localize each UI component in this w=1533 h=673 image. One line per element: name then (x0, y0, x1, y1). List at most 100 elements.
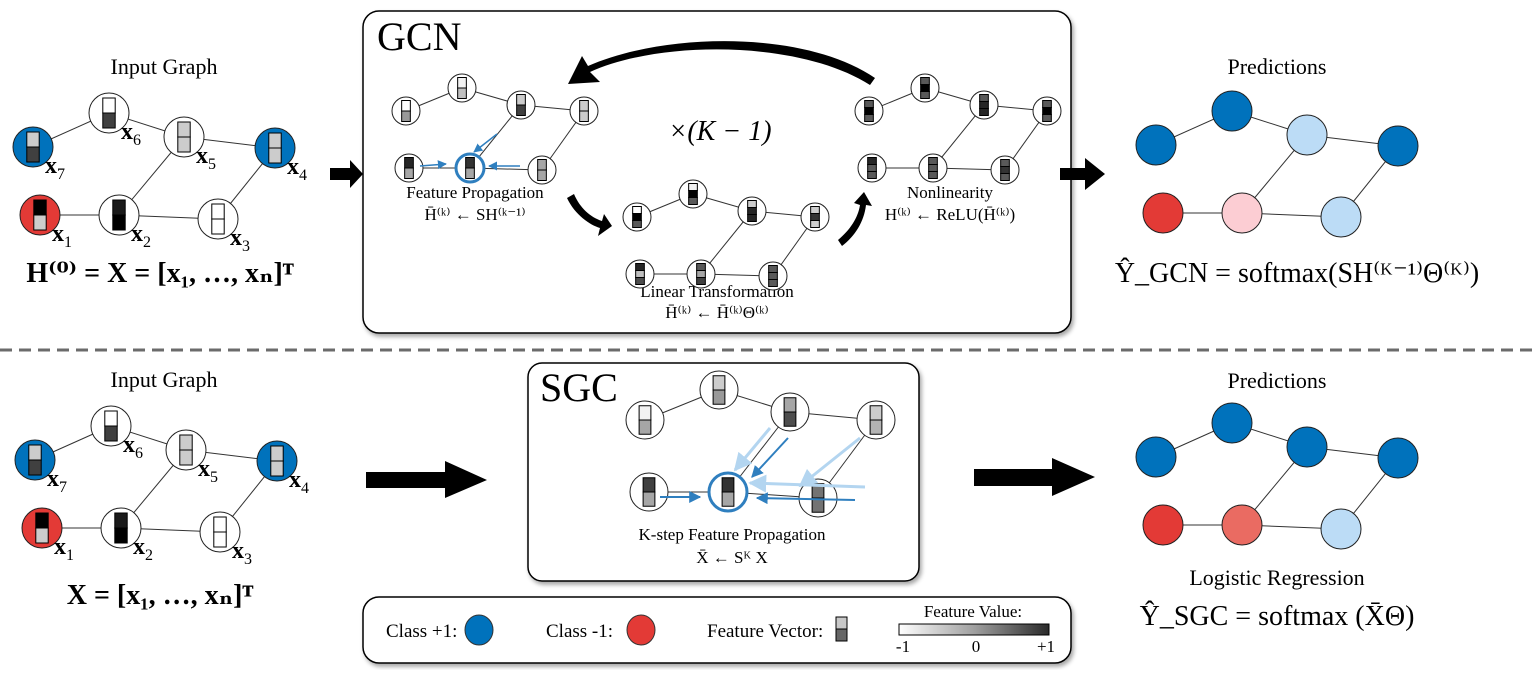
prediction-node (1221, 192, 1263, 234)
legend-feature-vector-label: Feature Vector: (707, 621, 823, 642)
graph-node-x7: x7 (14, 439, 67, 496)
feature-value-colorbar (898, 623, 1050, 636)
feature-cell (688, 183, 698, 191)
feature-cell (920, 77, 930, 85)
feature-cell (696, 270, 706, 278)
graph-node-x5: x5 (163, 116, 216, 173)
graph-node-x1 (857, 153, 887, 183)
gcn-title: GCN (377, 14, 461, 59)
graph-node-x2 (1221, 504, 1263, 546)
graph-node-x5 (506, 90, 536, 120)
feature-cell (179, 449, 193, 466)
feature-cell (114, 527, 128, 544)
feature-cell (867, 171, 877, 179)
prediction-node (1377, 437, 1419, 479)
feature-cell (864, 107, 874, 115)
stage-feature-propagation-formula: H̄⁽ᵏ⁾ ← SH⁽ᵏ⁻¹⁾ (424, 205, 525, 224)
graph-node-x3: x3 (197, 198, 250, 255)
propagation-arrow (419, 160, 447, 170)
feature-cell (768, 279, 778, 287)
prediction-node (1286, 426, 1328, 468)
colorbar-tick-mid: 0 (972, 637, 981, 656)
graph-node-x4 (800, 202, 830, 232)
feature-cell (979, 108, 989, 116)
stage-feature-propagation-label: Feature Propagation (406, 183, 544, 202)
graph-node-x2: x2 (100, 507, 153, 564)
feature-cell (747, 214, 757, 222)
feature-cell (864, 100, 874, 108)
stage-nonlinearity-formula: H⁽ᵏ⁾ ← ReLU(H̄⁽ᵏ⁾) (885, 205, 1015, 224)
colorbar-tick-max: +1 (1037, 637, 1055, 656)
feature-cell (810, 213, 820, 221)
feature-cell (920, 91, 930, 99)
feature-cell (579, 100, 589, 112)
legend-class-neg-label: Class -1: (546, 621, 613, 642)
propagation-arrow (473, 133, 498, 153)
feature-cell (579, 110, 589, 122)
feature-cell (1042, 107, 1052, 115)
feature-cell (177, 136, 191, 153)
feature-cell (1000, 173, 1010, 181)
feature-cell (864, 114, 874, 122)
feature-cell (401, 100, 411, 112)
gcn-linear-graph (622, 179, 830, 291)
feature-cell (1000, 159, 1010, 167)
bottom-predictions-subtitle: Logistic Regression (1189, 565, 1364, 590)
graph-node-x2 (686, 259, 716, 289)
feature-cell (104, 410, 118, 427)
bottom-input-formula: X = [x₁, …, xₙ]ᵀ (67, 580, 254, 611)
feature-cell (768, 272, 778, 280)
prediction-node (1211, 402, 1253, 444)
feature-cell (26, 146, 40, 163)
prediction-node (1135, 124, 1177, 166)
graph-node-x3: x3 (199, 511, 252, 568)
feature-cell (696, 263, 706, 271)
feature-cell (869, 419, 883, 435)
graph-node-x1 (1142, 504, 1184, 546)
graph-node-x7: x7 (12, 126, 65, 183)
feature-cell (114, 512, 128, 529)
feature-cell (632, 206, 642, 214)
feature-cell (177, 121, 191, 138)
feature-cell (920, 84, 930, 92)
feature-cell (104, 425, 118, 442)
feature-cell (810, 206, 820, 214)
sgc-stage-label: K-step Feature Propagation (639, 525, 826, 544)
feature-cell (867, 157, 877, 165)
prediction-node (1211, 90, 1253, 132)
node-label-x7: x7 (47, 466, 67, 496)
graph-node-x5 (737, 196, 767, 226)
graph-node-x2 (918, 153, 948, 183)
gcn-nonlinearity-graph (854, 73, 1062, 185)
graph-node-x5 (1286, 426, 1328, 468)
feature-cell (211, 203, 225, 220)
feature-cell (928, 164, 938, 172)
graph-node-x4 (569, 96, 599, 126)
feature-cell (516, 104, 526, 116)
prediction-node (1135, 436, 1177, 478)
propagation-to-linear-arrow (567, 194, 612, 236)
feature-cell (537, 159, 547, 171)
node-label-x5: x5 (196, 143, 216, 173)
top-input-formula: H⁽⁰⁾ = X = [x₁, …, xₙ]ᵀ (26, 258, 293, 289)
feature-cell (696, 277, 706, 285)
sgc-title: SGC (540, 365, 618, 410)
node-label-x2: x2 (133, 534, 153, 564)
bottom-predictions-title: Predictions (1228, 368, 1327, 393)
sgc-propagation-graph (625, 370, 896, 518)
feature-cell (712, 389, 726, 405)
feature-cell (928, 157, 938, 165)
arrow-input-to-sgc (366, 461, 487, 498)
feature-cell (35, 512, 49, 529)
node-label-x3: x3 (232, 538, 252, 568)
graph-node-x4 (1377, 125, 1419, 167)
legend-feature-value-label: Feature Value: (924, 602, 1022, 621)
feature-cell (867, 164, 877, 172)
feature-cell (268, 132, 282, 149)
legend-class-pos-swatch (464, 614, 494, 646)
stage-linear-transformation-formula: H̄⁽ᵏ⁾ ← H̄⁽ᵏ⁾Θ⁽ᵏ⁾ (665, 303, 768, 322)
arrow-input-to-gcn (330, 160, 363, 188)
feature-cell (401, 110, 411, 122)
stage-linear-transformation-label: Linear Transformation (640, 282, 794, 301)
node-label-x2: x2 (131, 221, 151, 251)
